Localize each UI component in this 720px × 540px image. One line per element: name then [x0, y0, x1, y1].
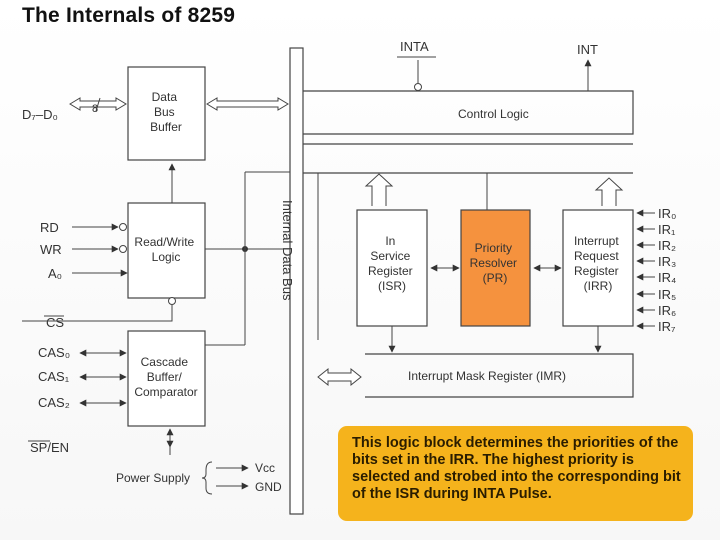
imr-label: Interrupt Mask Register (IMR): [408, 369, 566, 383]
wr-bubble: [119, 245, 127, 253]
cascade-buffer-block: [127, 330, 206, 427]
ir4-label: IR₄: [658, 270, 676, 285]
ir0-label: IR₀: [658, 206, 676, 221]
wr-label: WR: [40, 242, 62, 257]
irr-block: [562, 209, 634, 327]
ir1-label: IR₁: [658, 222, 676, 237]
data-bus-buffer-label: Data Bus Buffer: [150, 90, 182, 134]
inta-bubble: [414, 83, 422, 91]
irr-label: Interrupt Request Register (IRR): [574, 234, 622, 293]
a0-label: A₀: [48, 266, 62, 281]
isr-block: [356, 209, 428, 327]
read-write-logic-label: Read/Write Logic: [134, 235, 197, 264]
isr-label: In Service Register (ISR): [368, 234, 416, 293]
ir3-label: IR₃: [658, 254, 676, 269]
irr-up-arrow: [594, 177, 624, 206]
control-logic-label: Control Logic: [458, 107, 529, 121]
isr-up-arrow: [364, 173, 394, 206]
cascade-buffer-label: Cascade Buffer/ Comparator: [134, 355, 197, 399]
inta-label: INTA: [400, 39, 429, 54]
internal-data-bus: [289, 47, 304, 515]
power-brace: [201, 461, 213, 495]
bus-width-slash: [95, 97, 101, 112]
d7-d0-label: D₇–D₀: [22, 107, 58, 122]
page-title: The Internals of 8259: [22, 4, 236, 27]
rd-label: RD: [40, 220, 59, 235]
imr-bus-arrow: [317, 367, 362, 387]
cs-label: CS: [46, 315, 64, 330]
read-write-logic-block: [127, 202, 206, 299]
rd-bubble: [119, 223, 127, 231]
data-bus-buffer-block: [127, 66, 206, 161]
ir-labels: IR₀ IR₁ IR₂ IR₃ IR₄ IR₅ IR₆ IR₇: [658, 206, 676, 334]
cs-line: [22, 305, 173, 322]
buffer-bus-arrow: [206, 97, 289, 111]
ir-input-arrows: [636, 209, 655, 330]
ir6-label: IR₆: [658, 303, 676, 318]
cas2-label: CAS₂: [38, 395, 70, 410]
bus-width-label: 8: [92, 103, 98, 115]
priority-resolver-label: Priority Resolver (PR): [470, 241, 521, 285]
ir7-label: IR₇: [658, 319, 676, 334]
ir5-label: IR₅: [658, 287, 676, 302]
control-logic-block: [303, 90, 634, 135]
vcc-label: Vcc: [255, 461, 275, 475]
priority-resolver-callout: This logic block determines the prioriti…: [338, 426, 693, 521]
imr-block: [365, 353, 634, 398]
cas1-label: CAS₁: [38, 369, 70, 384]
int-label: INT: [577, 42, 598, 57]
internal-data-bus-label: Internal Data Bus: [280, 200, 295, 301]
priority-resolver-block: [460, 209, 531, 327]
cs-bubble: [168, 297, 176, 305]
cas0-label: CAS₀: [38, 345, 70, 360]
sp-en-label: SP/EN: [30, 440, 69, 455]
power-supply-label: Power Supply: [116, 471, 190, 485]
ir2-label: IR₂: [658, 238, 676, 253]
gnd-label: GND: [255, 480, 282, 494]
